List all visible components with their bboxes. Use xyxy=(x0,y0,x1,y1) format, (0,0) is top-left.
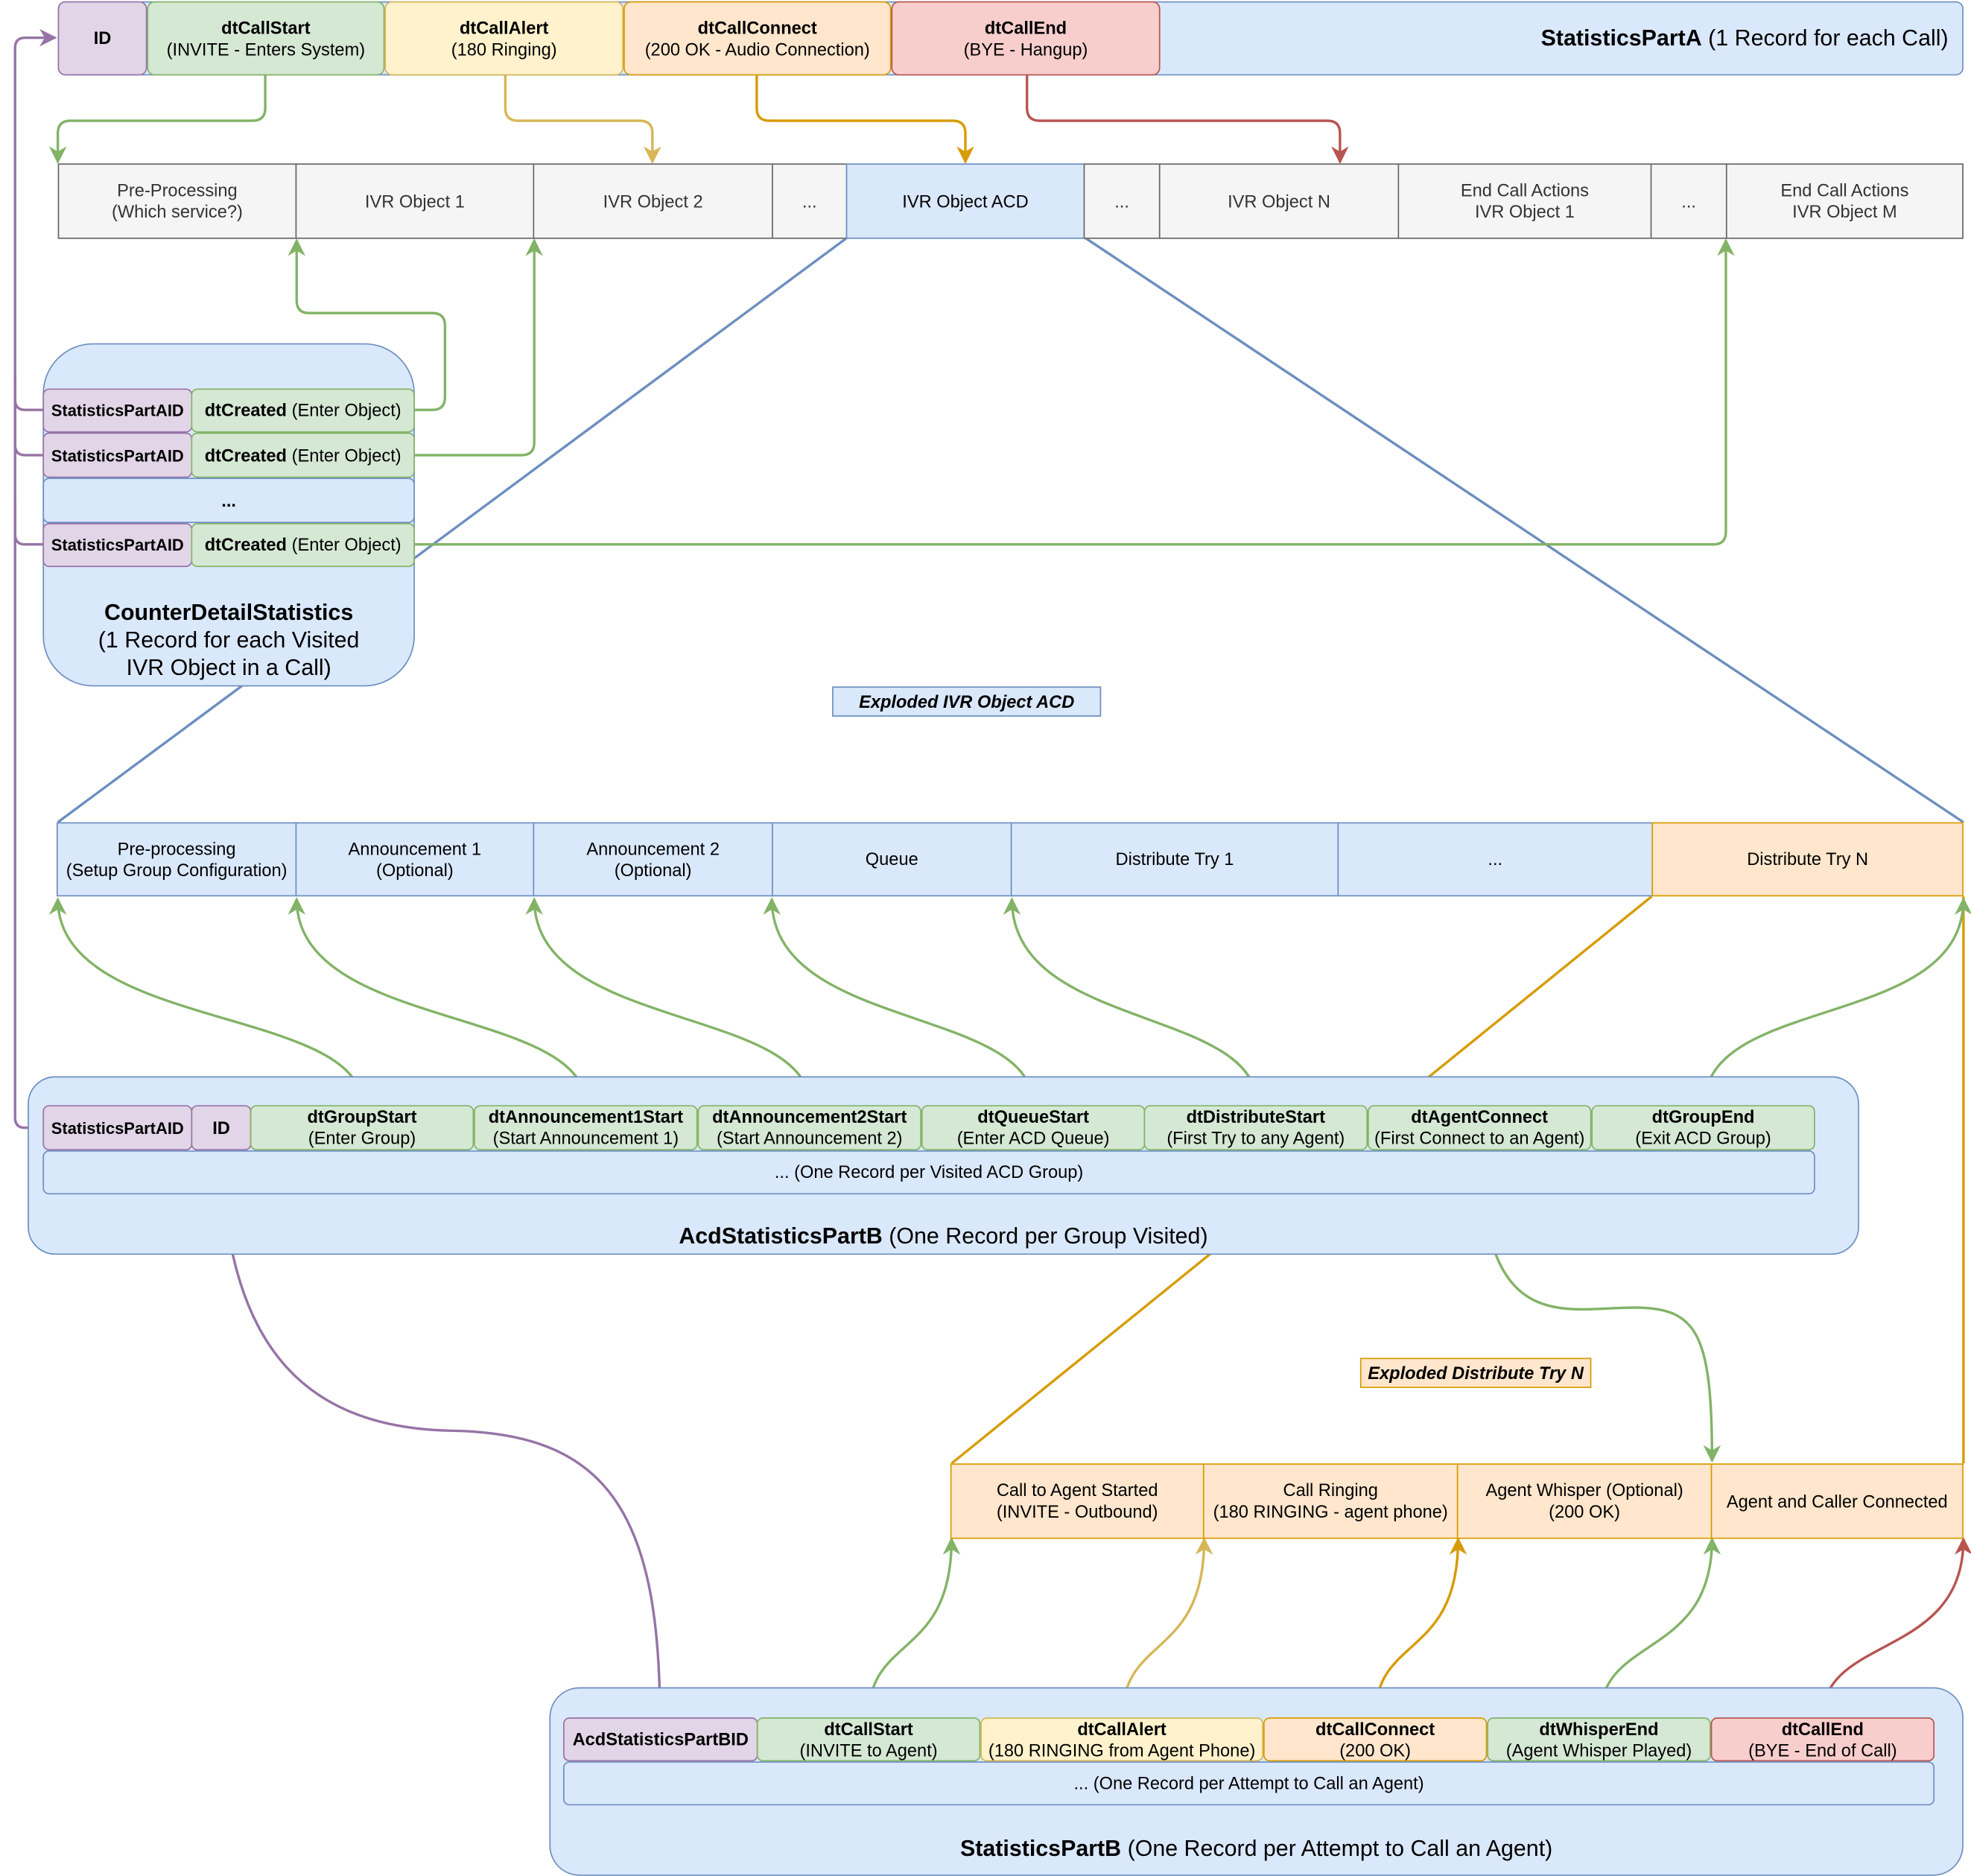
arrow-callalert-ivr2 xyxy=(504,75,661,165)
acd-distribute-try-1: Distribute Try 1 xyxy=(1010,822,1339,897)
dist-call-ringing: Call Ringing(180 RINGING - agent phone) xyxy=(1202,1463,1459,1539)
ivr-object-n: IVR Object N xyxy=(1158,163,1400,239)
arrow-callstart-preprocessing xyxy=(48,75,267,165)
acd-queue: Queue xyxy=(772,822,1012,897)
dist-agent-caller-connected: Agent and Caller Connected xyxy=(1710,1463,1964,1539)
partb-callend-field: dtCallEnd(BYE - End of Call) xyxy=(1710,1717,1935,1762)
parta-id-field: ID xyxy=(57,1,147,76)
ivr-object-2: IVR Object 2 xyxy=(533,163,773,239)
parta-callalert-field: dtCallAlert(180 Ringing) xyxy=(384,1,623,76)
acd-ellipsis: ... xyxy=(1337,822,1654,897)
arrow-announcement2 xyxy=(525,897,811,1106)
acd-preprocessing: Pre-processing(Setup Group Configuration… xyxy=(56,822,297,897)
counter-partaid-2: StatisticsPartAID xyxy=(42,432,193,478)
partb-callstart-field: dtCallStart(INVITE to Agent) xyxy=(756,1717,981,1762)
statistics-part-b-title: StatisticsPartB (One Record per Attempt … xyxy=(960,1835,1553,1861)
arrow-agentconnect xyxy=(1482,1194,1721,1463)
ivr-ellipsis-3: ... xyxy=(1650,163,1727,239)
acd-distribute-try-n: Distribute Try N xyxy=(1651,822,1964,897)
counter-partaid-1: StatisticsPartAID xyxy=(42,388,193,433)
counter-created-3: dtCreated (Enter Object) xyxy=(191,523,415,568)
arrow-queuestart xyxy=(763,897,1035,1106)
acd-distributestart-field: dtDistributeStart(First Try to any Agent… xyxy=(1143,1105,1368,1151)
parta-callend-field: dtCallEnd(BYE - Hangup) xyxy=(891,1,1161,76)
arrow-created1-ivr1 xyxy=(288,238,447,411)
partb-whisperend-field: dtWhisperEnd(Agent Whisper Played) xyxy=(1487,1717,1711,1762)
statistics-part-a-title: StatisticsPartA (1 Record for each Call) xyxy=(1540,25,1949,51)
arrow-groupstart xyxy=(48,897,364,1106)
partb-acdpartbid-field: AcdStatisticsPartBID xyxy=(563,1717,758,1762)
expand-acd-left-line xyxy=(57,236,848,823)
acd-partaid-field: StatisticsPartAID xyxy=(42,1105,193,1151)
exploded-distribute-label: Exploded Distribute Try N xyxy=(1359,1357,1592,1388)
acd-id-field: ID xyxy=(191,1105,252,1151)
counter-ellipsis-row: ... xyxy=(42,478,415,523)
link-partaid-row3 xyxy=(13,377,43,546)
acd-announcement-1: Announcement 1(Optional) xyxy=(295,822,535,897)
exploded-ivr-acd-label: Exploded IVR Object ACD xyxy=(832,686,1102,717)
counter-created-1: dtCreated (Enter Object) xyxy=(191,388,415,433)
parta-callstart-field: dtCallStart(INVITE - Enters System) xyxy=(147,1,385,76)
acd-queuestart-field: dtQueueStart(Enter ACD Queue) xyxy=(921,1105,1146,1151)
acd-announcement-2: Announcement 2(Optional) xyxy=(533,822,773,897)
dist-call-to-agent-started: Call to Agent Started(INVITE - Outbound) xyxy=(950,1463,1204,1539)
arrow-distributestart xyxy=(1003,897,1259,1106)
arrow-callconnect-acd xyxy=(755,75,974,165)
arrow-groupend xyxy=(1703,897,1971,1106)
parta-callconnect-field: dtCallConnect(200 OK - Audio Connection) xyxy=(623,1,892,76)
arrow-partaid-to-id xyxy=(13,28,57,411)
acd-announcement1start-field: dtAnnouncement1Start(Start Announcement … xyxy=(474,1105,698,1151)
counter-detail-title: CounterDetailStatistics (1 Record for ea… xyxy=(98,599,360,680)
counter-partaid-3: StatisticsPartAID xyxy=(42,523,193,568)
arrow-partbid-to-acdid xyxy=(212,1150,661,1718)
link-partaid-row2 xyxy=(13,377,43,457)
acd-groupend-field: dtGroupEnd(Exit ACD Group) xyxy=(1591,1105,1815,1151)
acd-statistics-part-b-title: AcdStatisticsPartB (One Record per Group… xyxy=(679,1223,1208,1249)
ivr-object-1: IVR Object 1 xyxy=(295,163,535,239)
counter-created-2: dtCreated (Enter Object) xyxy=(191,432,415,478)
partb-record-note: ... (One Record per Attempt to Call an A… xyxy=(563,1761,1935,1806)
ivr-ellipsis-1: ... xyxy=(772,163,848,239)
acd-agentconnect-field: dtAgentConnect(First Connect to an Agent… xyxy=(1368,1105,1592,1151)
link-acd-partaid xyxy=(13,503,43,1129)
acd-announcement2start-field: dtAnnouncement2Start(Start Announcement … xyxy=(697,1105,921,1151)
dist-agent-whisper: Agent Whisper (Optional)(200 OK) xyxy=(1456,1463,1713,1539)
ivr-ellipsis-2: ... xyxy=(1083,163,1161,239)
ivr-preprocessing: Pre-Processing(Which service?) xyxy=(57,163,297,239)
partb-callconnect-field: dtCallConnect(200 OK) xyxy=(1263,1717,1488,1762)
ivr-object-acd: IVR Object ACD xyxy=(845,163,1085,239)
arrow-created2-ivr2 xyxy=(414,238,543,457)
arrow-callend-ivrn xyxy=(1026,75,1349,165)
partb-callalert-field: dtCallAlert(180 RINGING from Agent Phone… xyxy=(980,1717,1263,1762)
expand-acd-right-line xyxy=(1084,236,1964,824)
acd-groupstart-field: dtGroupStart(Enter Group) xyxy=(250,1105,475,1151)
arrow-announcement1 xyxy=(288,897,588,1106)
acd-record-note: ... (One Record per Visited ACD Group) xyxy=(42,1150,1815,1195)
arrow-created3-endcall-m xyxy=(414,238,1735,546)
